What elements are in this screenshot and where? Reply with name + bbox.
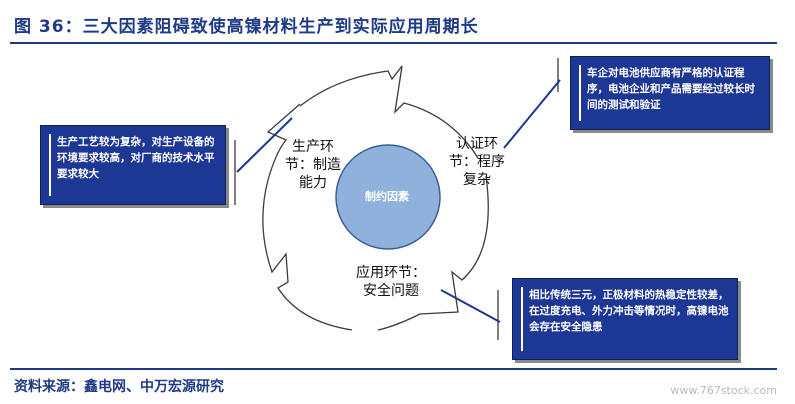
callout-production: 生产工艺较为复杂，对生产设备的环境要求较高，对厂商的技术水平要求较大 — [40, 125, 226, 205]
ring-arc-top — [299, 65, 479, 159]
stage-certification-label: 认证环节：程序复杂 — [449, 136, 505, 188]
stage-application-label: 应用环节：安全问题 — [356, 265, 426, 299]
figure-title: 图 36：三大因素阻碍致使高镍材料生产到实际应用周期长 — [14, 17, 479, 37]
callout-certification: 车企对电池供应商有严格的认证程序，电池企业和产品需要经过较长时间的测试和验证 — [570, 56, 770, 130]
ring-arc-right — [377, 175, 489, 331]
callout-production-text: 生产工艺较为复杂，对生产设备的环境要求较高，对厂商的技术水平要求较大 — [49, 134, 217, 196]
center-circle — [335, 144, 441, 250]
footer-rule — [10, 368, 777, 370]
callout-application: 相比传统三元，正极材料的热稳定性较差，在过度充电、外力冲击等情况时，高镍电池会存… — [512, 278, 738, 360]
watermark: www.767stock.com — [670, 384, 777, 397]
header-rule — [10, 42, 777, 44]
center-label: 制约因素 — [365, 190, 409, 203]
connector-certification-diag — [503, 79, 561, 149]
callout-application-text: 相比传统三元，正极材料的热稳定性较差，在过度充电、外力冲击等情况时，高镍电池会存… — [521, 287, 729, 351]
stage-production-label: 生产环节：制造能力 — [285, 139, 341, 191]
connector-production-diag — [236, 117, 293, 173]
connector-application-diag — [440, 289, 501, 323]
callout-certification-text: 车企对电池供应商有严格的认证程序，电池企业和产品需要经过较长时间的测试和验证 — [579, 65, 761, 121]
source-note: 资料来源：鑫电网、中万宏源研究 — [14, 379, 224, 395]
ring-arc-left — [262, 103, 353, 331]
